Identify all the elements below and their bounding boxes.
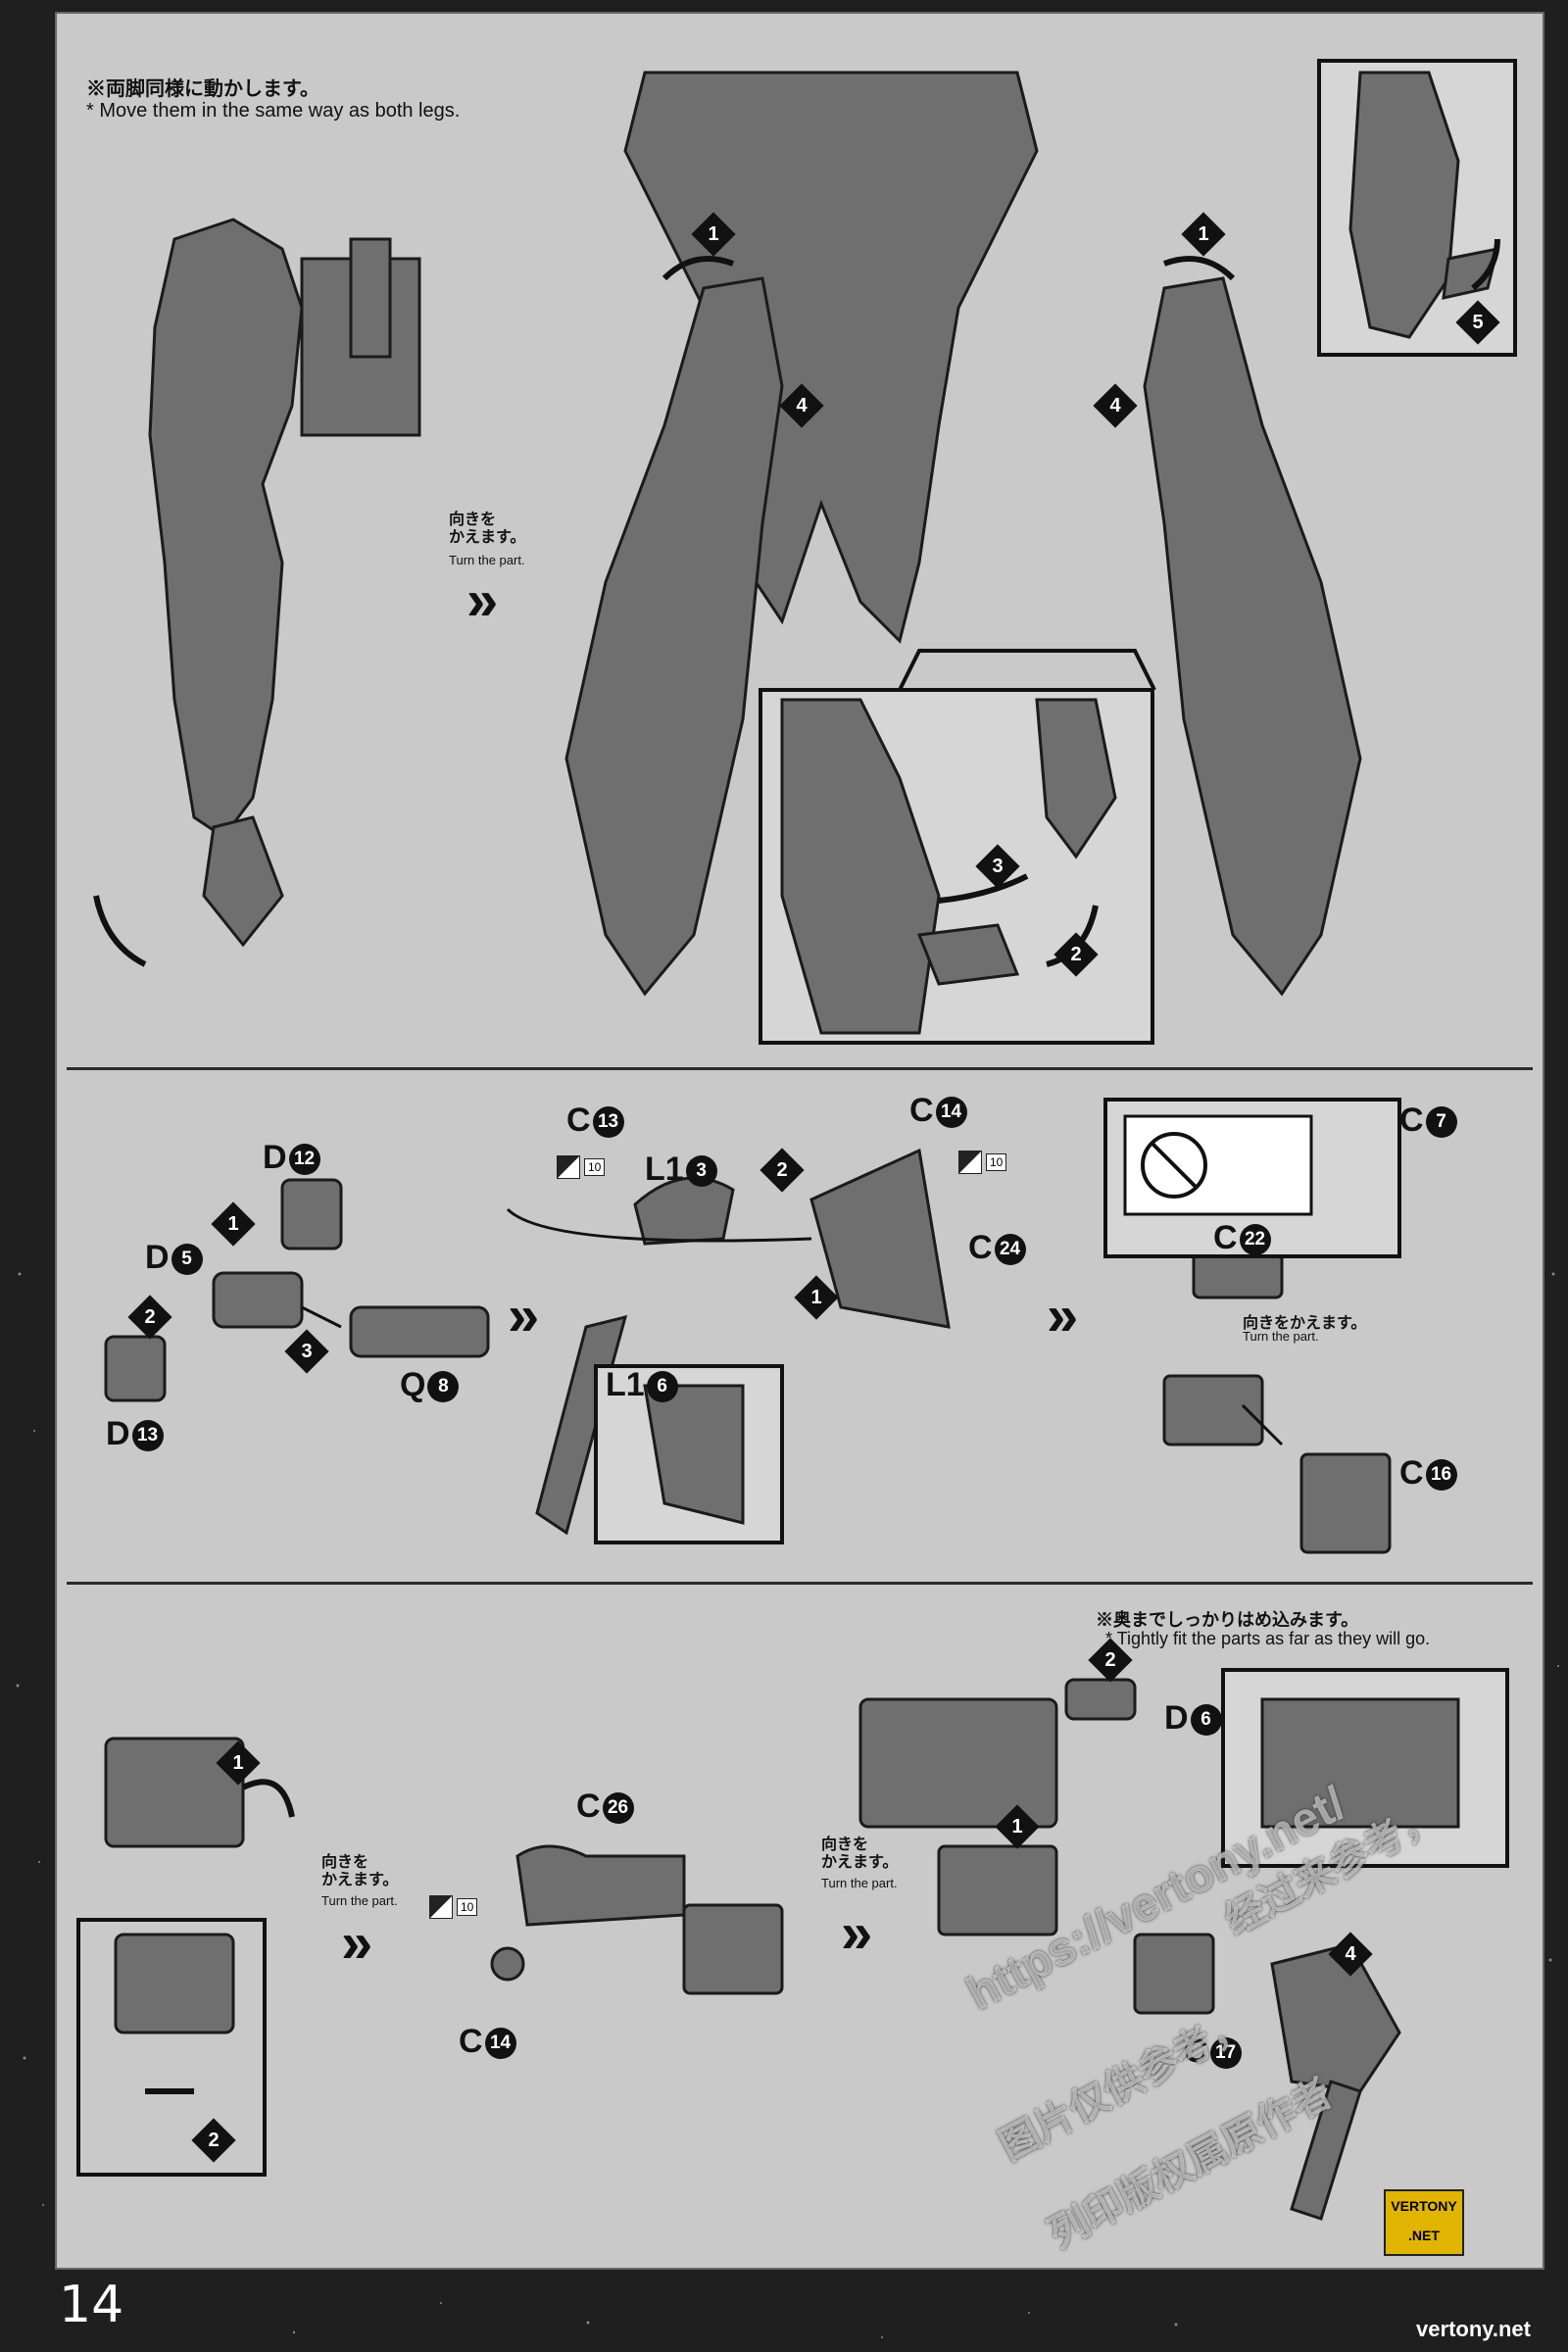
part-tag-c14-b: 10 (429, 1895, 477, 1919)
section-divider-2 (67, 1582, 1533, 1585)
next-step-arrow-4: » (341, 1915, 355, 1972)
next-step-arrow-2: » (508, 1288, 521, 1345)
tag-flag-icon (958, 1151, 982, 1174)
step-badge: 1 (694, 215, 733, 254)
left-binder (566, 278, 782, 994)
next-step-arrow-5: » (841, 1905, 855, 1962)
next-step-arrow-1: » (466, 572, 480, 629)
instruction-sheet: ※両脚同様に動かします。 * Move them in the same way… (55, 12, 1544, 2270)
turn-part-en-2: Turn the part. (1243, 1329, 1319, 1344)
step-badge: 2 (194, 2121, 233, 2160)
step-badge: 2 (130, 1298, 170, 1337)
section1-illustration (57, 14, 1543, 1072)
step-badge: 5 (1458, 303, 1497, 342)
step-badge: 1 (214, 1204, 253, 1244)
vertony-badge: VERTONY .NET (1384, 2189, 1464, 2256)
step-badge: 2 (762, 1151, 802, 1190)
step-badge: 3 (287, 1332, 326, 1371)
step-badge: 1 (219, 1743, 258, 1783)
step-badge: 1 (998, 1807, 1037, 1846)
step-badge: 1 (797, 1278, 836, 1317)
part-tag-c14: 10 (958, 1151, 1006, 1174)
turn-part-en-3: Turn the part. (321, 1893, 398, 1908)
side-view-robot (150, 220, 302, 837)
step-badge: 2 (1056, 935, 1096, 974)
site-footer[interactable]: vertony.net (1416, 2317, 1531, 2342)
tag-flag-icon (557, 1155, 580, 1179)
turn-part-en-4: Turn the part. (821, 1876, 898, 1890)
right-binder (1145, 278, 1360, 994)
turn-part-jp-3: 向きを かえます。 (321, 1854, 398, 1889)
page-number: 14 (59, 2276, 123, 2334)
turn-part-jp-1: 向きを かえます。 (449, 512, 525, 547)
next-step-arrow-3: » (1047, 1288, 1060, 1345)
note-en-fit: * Tightly fit the parts as far as they w… (1105, 1629, 1430, 1649)
step-badge: 4 (1331, 1935, 1370, 1974)
turn-part-jp-4: 向きを かえます。 (821, 1837, 898, 1872)
tag-flag-icon (429, 1895, 453, 1919)
section-divider-1 (67, 1067, 1533, 1070)
turn-part-en-1: Turn the part. (449, 553, 525, 567)
part-tag-c13: 10 (557, 1155, 605, 1179)
step-badge: 3 (978, 847, 1017, 886)
step-badge: 1 (1184, 215, 1223, 254)
step-badge: 4 (782, 386, 821, 425)
step-badge: 4 (1096, 386, 1135, 425)
step-badge: 2 (1091, 1641, 1130, 1680)
